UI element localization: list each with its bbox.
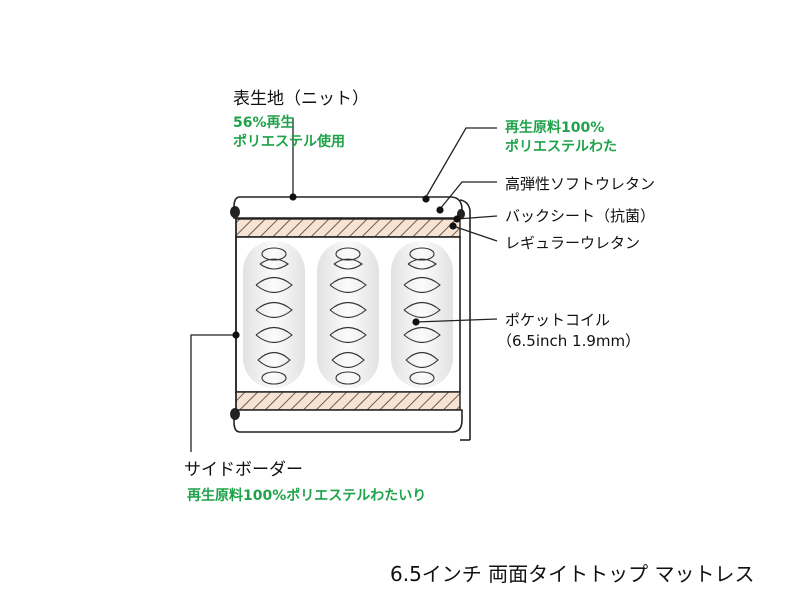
diagram-title: 6.5インチ 両面タイトトップ マットレス [390, 562, 755, 586]
pocket-coil-2 [329, 247, 367, 385]
mattress-depth-edge [459, 199, 471, 441]
coil-pockets [243, 241, 453, 388]
label-back-sheet: バックシート（抗菌） [505, 207, 656, 225]
label-cotton-note-1: 再生原料100% [505, 120, 605, 136]
bottom-left-welt [230, 408, 240, 420]
label-top-fabric-note-2: ポリエステル使用 [233, 134, 345, 150]
pocket-coil-3 [403, 247, 441, 385]
leader-back-sheet [456, 215, 498, 220]
label-top-fabric: 表生地（ニット） [233, 89, 369, 109]
label-regular-urethane: レギュラーウレタン [505, 234, 641, 252]
label-pocket-coil: ポケットコイル [505, 311, 611, 329]
pocket-coils [255, 247, 441, 385]
leader-pocket-coil [415, 318, 498, 323]
leader-regular-urethane [452, 225, 498, 242]
leader-lines [190, 118, 498, 452]
top-regular-urethane-layer [235, 218, 461, 238]
label-pocket-coil-spec: （6.5inch 1.9mm） [497, 332, 641, 350]
bottom-quilt-layer [233, 409, 463, 433]
label-top-fabric-note-1: 56%再生 [233, 115, 295, 131]
bottom-regular-urethane-layer [235, 391, 461, 411]
leader-cotton [425, 127, 497, 198]
leader-dots [232, 193, 461, 339]
top-left-welt [230, 206, 240, 218]
label-side-border-note: 再生原料100%ポリエステルわたいり [187, 488, 427, 504]
leader-side-border [190, 334, 236, 452]
leader-high-resilience [439, 181, 497, 210]
pocket-coil-1 [255, 247, 293, 385]
label-cotton-note-2: ポリエステルわた [505, 139, 617, 155]
label-side-border: サイドボーダー [184, 460, 303, 480]
label-high-resilience-urethane: 高弾性ソフトウレタン [505, 175, 656, 193]
